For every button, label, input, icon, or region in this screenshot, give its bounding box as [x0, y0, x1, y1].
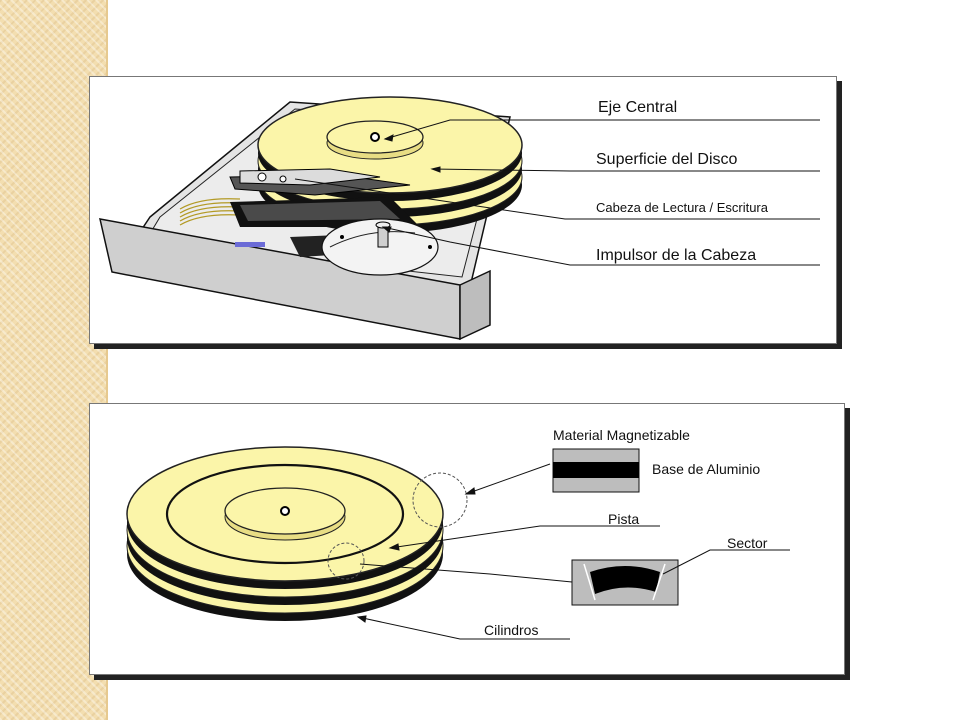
sector-inset	[571, 559, 679, 606]
platter-geometry-panel: Material Magnetizable Base de Aluminio P…	[89, 403, 845, 675]
label-cilindros: Cilindros	[484, 622, 538, 638]
label-material-magnetizable: Material Magnetizable	[553, 427, 690, 443]
label-pista: Pista	[608, 511, 639, 527]
hard-drive-diagram-panel: Eje Central Superficie del Disco Cabeza …	[89, 76, 837, 344]
sector-zoom-circle	[327, 542, 365, 580]
material-zoom-circle	[412, 472, 468, 528]
label-superficie-disco: Superficie del Disco	[596, 151, 738, 168]
head-actuator	[321, 218, 439, 276]
drive-chassis-side	[459, 269, 491, 341]
callout-lines-lower	[356, 463, 790, 640]
spindle-icon	[370, 132, 380, 142]
track-ring	[165, 463, 405, 565]
callout-lines	[294, 119, 820, 266]
label-base-aluminio: Base de Aluminio	[652, 461, 760, 477]
label-impulsor-cabeza: Impulsor de la Cabeza	[596, 247, 756, 264]
platter-geometry-diagram: Material Magnetizable Base de Aluminio P…	[126, 427, 790, 640]
material-cross-section	[552, 448, 640, 493]
label-eje-central: Eje Central	[598, 99, 677, 116]
connector-stripe	[235, 242, 265, 247]
spindle-icon-lower	[280, 506, 290, 516]
label-sector: Sector	[727, 535, 768, 551]
hard-drive-diagram: Eje Central Superficie del Disco Cabeza …	[99, 96, 820, 341]
label-cabeza-lectura-escritura: Cabeza de Lectura / Escritura	[596, 200, 769, 215]
decorative-side-strip	[0, 0, 108, 720]
